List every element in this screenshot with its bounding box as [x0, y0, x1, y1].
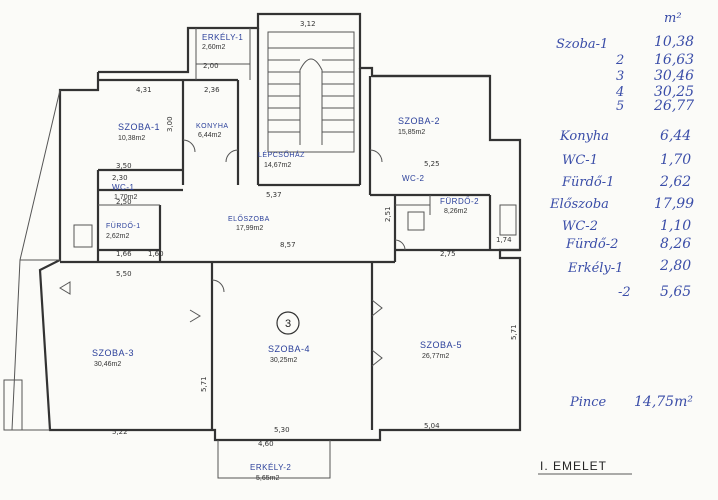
- dimension-label: 5,30: [274, 426, 290, 434]
- dimension-labels: 3,12 2,00 2,36 4,31 3,00 3,50 2,50 1,66 …: [112, 20, 518, 448]
- room-name-eloszoba: ELŐSZOBA: [228, 214, 270, 223]
- room-name-furdo2: FÜRDŐ-2: [440, 197, 479, 206]
- legend-row-value: 6,44: [660, 128, 691, 144]
- room-area-szoba4: 30,25m2: [270, 357, 297, 364]
- staircase: [267, 31, 355, 153]
- room-name-szoba1: SZOBA-1: [118, 122, 160, 132]
- dimension-label: 4,60: [258, 440, 274, 448]
- unit-number: 3: [285, 318, 291, 330]
- room-name-lepcsohaz: LÉPCSŐHÁZ: [258, 150, 305, 159]
- room-name-erkely2: ERKÉLY-2: [250, 463, 291, 472]
- legend-row-value: 5,65: [660, 284, 691, 300]
- dimension-label: 5,22: [112, 428, 128, 436]
- legend-row-name: WC-1: [562, 153, 598, 168]
- dimension-label: 5,71: [510, 324, 518, 340]
- legend-row-name: Fürdő-2: [565, 237, 618, 252]
- dimension-label: 1,60: [148, 250, 164, 258]
- dimension-label: 3,00: [166, 116, 174, 132]
- room-area-szoba2: 15,85m2: [398, 129, 425, 136]
- room-name-szoba5: SZOBA-5: [420, 340, 462, 350]
- room-name-erkely1: ERKÉLY-1: [202, 33, 243, 42]
- legend-pince-value: 14,75m²: [634, 394, 693, 410]
- room-area-konyha: 6,44m2: [198, 132, 221, 139]
- room-labels: SZOBA-1 10,38m2 SZOBA-2 15,85m2 SZOBA-3 …: [92, 33, 479, 482]
- room-area-wc1: 1,70m2: [114, 194, 137, 201]
- room-name-szoba2: SZOBA-2: [398, 116, 440, 126]
- dimension-label: 5,25: [424, 160, 440, 168]
- room-name-szoba4: SZOBA-4: [268, 344, 310, 354]
- legend-row-name: Fürdő-1: [561, 175, 614, 190]
- legend-row-value: 2,62: [659, 174, 691, 190]
- room-name-wc2: WC-2: [402, 174, 424, 183]
- legend-row-name: Konyha: [559, 129, 609, 144]
- legend-row-value: 17,99: [654, 196, 694, 212]
- dimension-label: 2,51: [384, 206, 392, 222]
- room-name-konyha: KONYHA: [196, 123, 229, 130]
- dimension-label: 2,00: [203, 62, 219, 70]
- unit-number-marker: 3: [276, 311, 300, 335]
- dimension-label: 2,36: [204, 86, 220, 94]
- area-legend: m² Szoba-1 10,38 2 16,63 3 30,46 4 30,25…: [549, 11, 694, 410]
- room-area-erkely1: 2,60m2: [202, 44, 225, 51]
- balcony-2-outline: [217, 440, 331, 479]
- legend-row-value: 16,63: [654, 52, 694, 68]
- legend-row-value: 1,10: [660, 218, 691, 234]
- legend-row-value: 26,77: [653, 98, 694, 114]
- legend-row-name: 2: [615, 53, 624, 68]
- legend-row-name: 4: [615, 85, 624, 100]
- room-area-furdo2: 8,26m2: [444, 208, 467, 215]
- room-area-erkely2: 5,65m2: [256, 475, 279, 482]
- legend-row-name: 3: [616, 69, 624, 84]
- room-area-szoba1: 10,38m2: [118, 135, 145, 142]
- dimension-label: 5,04: [424, 422, 440, 430]
- legend-unit: m²: [664, 11, 682, 26]
- legend-row-name: Előszoba: [549, 197, 609, 212]
- room-name-szoba3: SZOBA-3: [92, 348, 134, 358]
- legend-row-name: WC-2: [562, 219, 598, 234]
- dimension-label: 2,50: [116, 198, 132, 206]
- legend-pince-label: Pince: [569, 395, 607, 410]
- legend-row-value: 1,70: [660, 152, 691, 168]
- door-swings: [59, 139, 406, 367]
- room-name-wc1: WC-1: [112, 183, 134, 192]
- dimension-label: 1,66: [116, 250, 132, 258]
- dimension-label: 3,12: [300, 20, 316, 28]
- legend-row-value: 10,38: [654, 34, 694, 50]
- dimension-label: 5,50: [116, 270, 132, 278]
- dimension-label: 2,75: [440, 250, 456, 258]
- room-area-szoba5: 26,77m2: [422, 353, 449, 360]
- legend-row-name: Erkély-1: [567, 261, 623, 276]
- dimension-label: 3,50: [116, 162, 132, 170]
- room-area-lepcsohaz: 14,67m2: [264, 162, 291, 169]
- legend-row-value: 8,26: [660, 236, 691, 252]
- dimension-label: 5,71: [200, 376, 208, 392]
- legend-row-name: -2: [618, 285, 631, 300]
- legend-row-value: 2,80: [659, 258, 691, 274]
- dimension-label: 5,37: [266, 191, 282, 199]
- room-area-eloszoba: 17,99m2: [236, 225, 263, 232]
- legend-row-name: 5: [616, 99, 624, 114]
- legend-row-name: Szoba-1: [556, 37, 608, 52]
- dimension-label: 1,74: [496, 236, 512, 244]
- room-area-szoba3: 30,46m2: [94, 361, 121, 368]
- dimension-label: 8,57: [280, 241, 296, 249]
- dimension-label: 4,31: [136, 86, 152, 94]
- floor-label: I. EMELET: [540, 459, 607, 473]
- dimension-label: 2,30: [112, 174, 128, 182]
- room-name-furdo1: FÜRDŐ-1: [106, 221, 141, 230]
- interior-walls: [60, 28, 520, 430]
- legend-row-value: 30,46: [654, 68, 694, 84]
- legend-row-value: 30,25: [654, 84, 694, 100]
- room-area-furdo1: 2,62m2: [106, 233, 129, 240]
